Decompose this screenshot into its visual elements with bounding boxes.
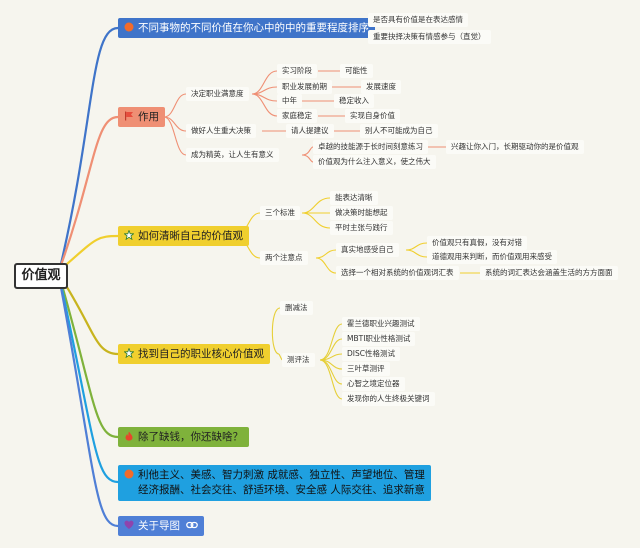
- leaf-vocabulary-coverage[interactable]: 系统的词汇表达会涵盖生活的方方面面: [480, 266, 618, 280]
- leaf-cannot-be-others[interactable]: 别人不可能成为自己: [360, 124, 438, 138]
- value-list-line-1: 利他主义、美感、智力刺激 成就感、独立性、声望地位、管理: [138, 469, 425, 481]
- leaf-feel-self[interactable]: 真实地感受自己: [336, 243, 399, 257]
- branch-label: 关于导图: [138, 520, 180, 532]
- root-topic[interactable]: 价值观: [14, 263, 68, 289]
- node-become-elite[interactable]: 成为精英，让人生有意义: [186, 148, 279, 162]
- leaf-possibility[interactable]: 可能性: [340, 64, 373, 78]
- leaf-interest-drive[interactable]: 兴趣让你入门，长期驱动你的是价值观: [446, 140, 584, 154]
- leaf-middle-age[interactable]: 中年: [277, 94, 302, 108]
- leaf-meaning[interactable]: 价值观为什么注入意义，使之伟大: [313, 155, 436, 169]
- leaf-disc-test[interactable]: DISC性格测试: [342, 347, 400, 361]
- leaf-express-clearly[interactable]: 能表达清晰: [330, 191, 378, 205]
- leaf-mind-locator[interactable]: 心智之境定位器: [342, 377, 405, 391]
- leaf-moral-vs-value[interactable]: 道德观用来判断，而价值观用来感受: [427, 250, 557, 264]
- leaf-family-stable[interactable]: 家庭稳定: [277, 109, 317, 123]
- branch-label: 除了缺钱，你还缺啥？: [138, 431, 243, 443]
- node-deletion-method[interactable]: 删减法: [280, 301, 313, 315]
- value-list-line-2: 经济报酬、社会交往、舒适环境、安全感 人际交往、追求新意: [138, 484, 425, 496]
- leaf-intuition-decision[interactable]: 重要抉择决策有情感参与（直觉）: [368, 30, 491, 44]
- leaf-growth-speed[interactable]: 发展速度: [361, 80, 401, 94]
- node-three-standards[interactable]: 三个标准: [260, 206, 300, 220]
- leaf-true-false[interactable]: 价值观只有真假，没有对错: [427, 236, 527, 250]
- branch-label: 作用: [138, 111, 159, 123]
- branch-importance-ranking[interactable]: 不同事物的不同价值在你心中的中的重要程度排序: [118, 18, 375, 38]
- branch-function[interactable]: 作用: [118, 107, 165, 127]
- branch-besides-money[interactable]: 除了缺钱，你还缺啥？: [118, 427, 249, 447]
- leaf-practice[interactable]: 平时主张与践行: [330, 221, 393, 235]
- circle-icon: [124, 22, 134, 32]
- leaf-holland-test[interactable]: 霍兰德职业兴趣测试: [342, 317, 420, 331]
- heart-icon: [124, 520, 134, 529]
- node-assessment-method[interactable]: 测评法: [282, 353, 315, 367]
- branch-label: 找到自己的职业核心价值观: [138, 348, 264, 360]
- branch-core-values[interactable]: 找到自己的职业核心价值观: [118, 344, 270, 364]
- star-icon: [124, 230, 134, 240]
- branch-label: 不同事物的不同价值在你心中的中的重要程度排序: [138, 22, 369, 34]
- node-two-notes[interactable]: 两个注意点: [260, 251, 308, 265]
- leaf-ultimate-keyword[interactable]: 发现你的人生终极关键词: [342, 392, 435, 406]
- link-icon[interactable]: [186, 520, 199, 530]
- branch-about-map[interactable]: 关于导图: [118, 516, 205, 536]
- leaf-self-value[interactable]: 实现自身价值: [345, 109, 400, 123]
- node-life-decision[interactable]: 做好人生重大决策: [186, 124, 256, 138]
- circle-icon: [124, 469, 134, 479]
- leaf-stable-income[interactable]: 稳定收入: [334, 94, 374, 108]
- branch-label: 如何清晰自己的价值观: [138, 230, 243, 242]
- leaf-recall-decision[interactable]: 做决策时能想起: [330, 206, 393, 220]
- leaf-clover-test[interactable]: 三叶草测评: [342, 362, 390, 376]
- leaf-express-emotion[interactable]: 是否具有价值是在表达感情: [368, 13, 468, 27]
- flag-icon: [125, 111, 133, 121]
- fire-icon: [125, 431, 133, 441]
- star-icon: [124, 348, 134, 358]
- branch-value-list[interactable]: 利他主义、美感、智力刺激 成就感、独立性、声望地位、管理 经济报酬、社会交往、舒…: [118, 465, 431, 501]
- leaf-deliberate-practice[interactable]: 卓越的技能源于长时间刻意练习: [313, 140, 428, 154]
- branch-clarify-values[interactable]: 如何清晰自己的价值观: [118, 226, 249, 246]
- leaf-ask-advice[interactable]: 请人提建议: [286, 124, 334, 138]
- node-career-satisfaction[interactable]: 决定职业满意度: [186, 87, 249, 101]
- leaf-mbti-test[interactable]: MBTI职业性格测试: [342, 332, 416, 346]
- leaf-internship[interactable]: 实习阶段: [277, 64, 317, 78]
- leaf-vocabulary[interactable]: 选择一个相对系统的价值观词汇表: [336, 266, 459, 280]
- leaf-early-career[interactable]: 职业发展前期: [277, 80, 332, 94]
